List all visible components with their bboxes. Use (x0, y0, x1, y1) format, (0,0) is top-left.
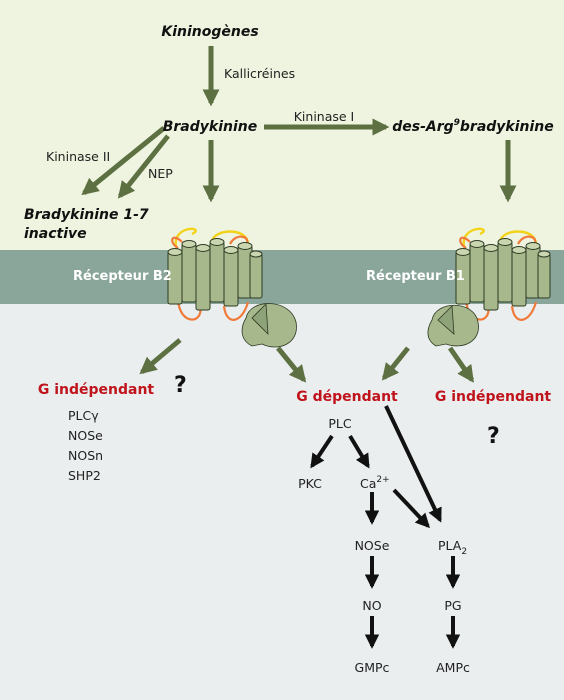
desarg-bradykinine-label: des-Arg9bradykinine (392, 118, 554, 135)
arrow-kininase2 (81, 126, 166, 196)
gmpc-label: GMPc (355, 660, 390, 675)
arrow-b1-to-g-dep (381, 346, 410, 381)
recepteur-b1-label: Récepteur B1 (366, 269, 465, 284)
kallicreines-label: Kallicréines (224, 66, 295, 81)
cytoplasm-region (0, 304, 564, 700)
nose-label: NOSe (355, 538, 390, 553)
question-left: ? (174, 373, 187, 398)
arrow-b1-to-g-indep (447, 346, 475, 383)
arrow-gdep-to-pla2 (384, 405, 442, 523)
question-right: ? (487, 424, 500, 449)
black-arrows (310, 405, 461, 649)
g-indep-right-label: G indépendant (435, 389, 552, 405)
kininase2-label: Kininase II (46, 149, 110, 164)
pla2-label: PLA2 (438, 538, 467, 557)
kininase1-label: Kininase I (294, 109, 355, 124)
pkc-label: PKC (298, 476, 322, 491)
ca-label: Ca2+ (360, 475, 390, 491)
kininogenes-label: Kininogènes (161, 24, 258, 40)
left-list-item: PLCγ (68, 408, 99, 423)
arrow-nep (117, 134, 170, 199)
plc-label: PLC (328, 416, 352, 431)
g-dep-label: G dépendant (296, 389, 398, 405)
bradykinine-label: Bradykinine (163, 119, 258, 135)
bk17-label-line1: Bradykinine 1-7 (24, 207, 149, 223)
recepteur-b2-label: Récepteur B2 (73, 269, 172, 284)
arrow-ca-to-pla2 (392, 488, 430, 529)
left-list-item: NOSn (68, 448, 103, 463)
ampc-label: AMPc (436, 660, 470, 675)
arrow-plc-to-ca (348, 434, 370, 469)
left-list-item: NOSe (68, 428, 103, 443)
g-protein-b1-icon (427, 304, 479, 347)
pg-label: PG (444, 598, 461, 613)
green-arrows (81, 46, 517, 383)
arrow-b2-to-g-indep (139, 338, 182, 375)
arrow-plc-to-pkc (310, 434, 334, 469)
nep-label: NEP (148, 166, 173, 181)
g-indep-left-label: G indépendant (38, 382, 155, 398)
left-list-item: SHP2 (68, 468, 101, 483)
g-protein-b2-icon (241, 303, 297, 348)
no-label: NO (362, 598, 381, 613)
arrow-b2-to-g-dep (276, 346, 307, 383)
bk17-label-line2: inactive (24, 226, 87, 242)
